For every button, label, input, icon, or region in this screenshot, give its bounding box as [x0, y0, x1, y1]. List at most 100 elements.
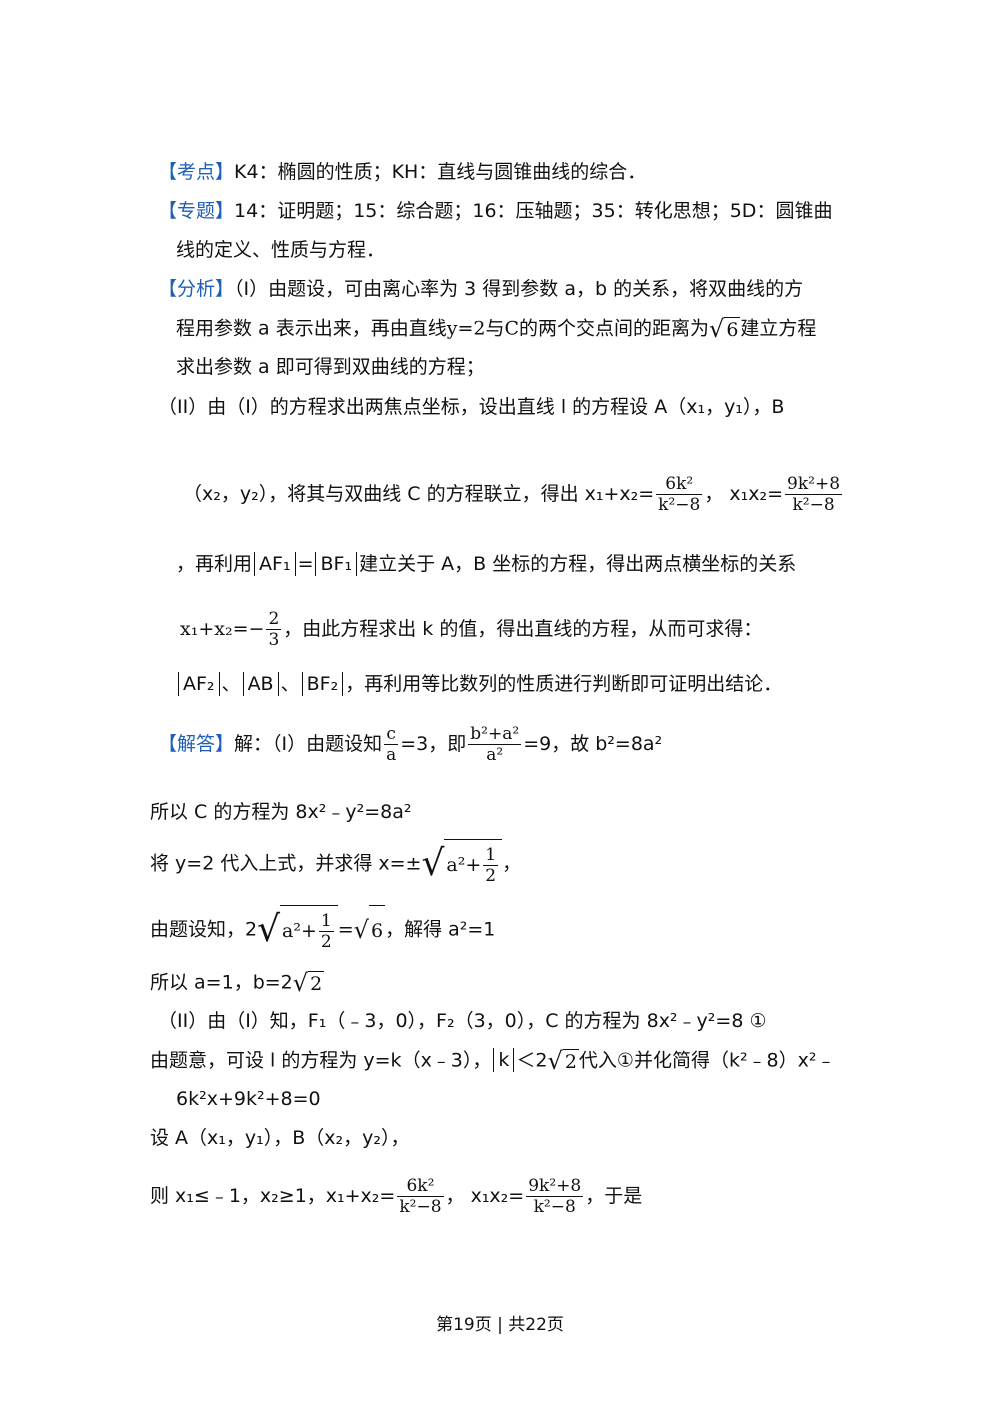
sqrt-2: √2: [292, 969, 325, 997]
sqrt-2-b: √2: [547, 1047, 579, 1075]
sqrt-6-b-value: 6: [368, 904, 386, 956]
jieda-text-10c: ，于是: [585, 1185, 643, 1207]
fraction-numerator: 2: [266, 609, 282, 630]
fraction-denominator: 3: [268, 630, 280, 650]
sqrt-2-b-value: 2: [562, 1048, 579, 1073]
zhuanti-line-2: 线的定义、性质与方程．: [176, 239, 386, 261]
jieda-text-4a: 由题设知，2: [150, 918, 258, 941]
jieda-text-7b: ＜2: [516, 1049, 548, 1072]
fenxi-text-6c: 建立关于 A，B 坐标的方程，得出两点横坐标的关系: [359, 553, 797, 575]
fraction-numerator: c: [384, 724, 399, 745]
jieda-text-3a: 将 y=2 代入上式，并求得 x=±: [150, 852, 422, 875]
fraction-numerator: 6k²: [656, 474, 703, 495]
fenxi-line-3: 求出参数 a 即可得到双曲线的方程；: [176, 356, 485, 378]
sqrt-6-b: √6: [354, 904, 386, 956]
sqrt-a2-term: a²+: [282, 919, 317, 942]
fenxi-text-7a: x₁+x₂=−: [180, 618, 265, 640]
fenxi-line-8: AF₂、AB、BF₂，再利用等比数列的性质进行判断即可证明出结论．: [176, 672, 782, 696]
sqrt-a2-term: a²+: [446, 853, 482, 876]
fraction-denominator: a²: [486, 745, 504, 765]
abs-af1: AF₁: [254, 552, 296, 576]
fenxi-text-8b: 、: [221, 673, 241, 695]
jieda-text-1b: =3，即: [400, 733, 467, 755]
jieda-tag: 【解答】: [158, 733, 235, 755]
jieda-text-10b: ， x₁x₂=: [445, 1185, 525, 1207]
fenxi-text-1: （I）由题设，可由离心率为 3 得到参数 a，b 的关系，将双曲线的方: [234, 278, 804, 300]
fraction-denominator: k²−8: [792, 495, 835, 515]
fenxi-text-8d: 、: [280, 673, 300, 695]
sqrt-2-value: 2: [308, 970, 325, 995]
fraction-denominator: a: [386, 745, 397, 765]
jieda-line-8: 6k²x+9k²+8=0: [176, 1088, 321, 1110]
jieda-text-5a: 所以 a=1，b=2: [150, 971, 293, 994]
zhuanti-tag: 【专题】: [158, 200, 235, 222]
fraction-denominator: k²−8: [533, 1197, 576, 1217]
abs-af2: AF₂: [178, 672, 220, 696]
fraction-numerator: 1: [318, 911, 334, 932]
fraction-numerator: b²+a²: [468, 724, 522, 745]
fenxi-text-2a: 程用参数 a 表示出来，再由直线: [176, 317, 447, 340]
jieda-line-5: 所以 a=1，b=2√2: [150, 969, 325, 997]
zhuanti-text-1: 14：证明题；15：综合题；16：压轴题；35：转化思想；5D：圆锥曲: [234, 200, 833, 222]
jieda-text-4c: ，解得 a²=1: [385, 918, 496, 941]
jieda-text-7c: 代入①并化简得（k²﹣8）x²﹣: [578, 1049, 836, 1072]
fenxi-text-7b: ，由此方程求出 k 的值，得出直线的方程，从而可求得：: [283, 618, 763, 640]
fraction-denominator: 2: [485, 866, 497, 886]
fraction-numerator: 9k²+8: [526, 1176, 584, 1197]
fenxi-text-2d: 建立方程: [740, 317, 817, 340]
jieda-text-3b: ，: [502, 852, 522, 875]
fenxi-text-6a: ，再利用: [176, 553, 253, 575]
jieda-text-4b: =: [337, 918, 354, 941]
jieda-line-6: （II）由（I）知，F₁（﹣3，0），F₂（3，0），C 的方程为 8x²﹣y²…: [158, 1010, 767, 1032]
abs-bf1: BF₁: [315, 552, 358, 576]
fraction-denominator: k²−8: [399, 1197, 442, 1217]
jieda-text-1a: 解：（I）由题设知: [234, 733, 383, 755]
jieda-text-1c: =9，故 b²=8a²: [523, 733, 663, 755]
fenxi-line-1: 【分析】（I）由题设，可由离心率为 3 得到参数 a，b 的关系，将双曲线的方: [158, 277, 803, 301]
jieda-line-2: 所以 C 的方程为 8x²﹣y²=8a²: [150, 801, 412, 823]
abs-k: k: [493, 1048, 515, 1073]
fenxi-line-4: （II）由（I）的方程求出两焦点坐标，设出直线 l 的方程设 A（x₁，y₁），…: [158, 396, 785, 418]
kaodian-line: 【考点】K4：椭圆的性质；KH：直线与圆锥曲线的综合．: [158, 160, 646, 184]
jieda-line-9: 设 A（x₁，y₁），B（x₂，y₂），: [150, 1127, 410, 1149]
sqrt-6-value: 6: [724, 316, 741, 341]
kaodian-tag: 【考点】: [158, 161, 235, 183]
fraction-numerator: 9k²+8: [785, 474, 843, 495]
fenxi-text-6b: =: [297, 553, 314, 575]
fraction-numerator: 6k²: [397, 1176, 444, 1197]
fenxi-text-5b: ， x₁x₂=: [704, 483, 784, 505]
jieda-text-10a: 则 x₁≤﹣1，x₂≥1，x₁+x₂=: [150, 1185, 396, 1207]
fraction-denominator: k²−8: [658, 495, 701, 515]
fenxi-text-8f: ，再利用等比数列的性质进行判断即可证明出结论．: [345, 673, 783, 695]
sqrt-6: √6: [709, 315, 741, 343]
page-footer: 第19页 | 共22页: [436, 1315, 564, 1335]
abs-bf2: BF₂: [301, 672, 344, 696]
kaodian-text: K4：椭圆的性质；KH：直线与圆锥曲线的综合．: [234, 161, 647, 183]
fraction-numerator: 1: [483, 845, 499, 866]
fenxi-text-5a: （x₂，y₂），将其与双曲线 C 的方程联立，得出 x₁+x₂=: [183, 483, 655, 505]
fenxi-text-2b: y=2与C的两个交点间的距离为: [446, 317, 710, 340]
fenxi-tag: 【分析】: [158, 278, 235, 300]
